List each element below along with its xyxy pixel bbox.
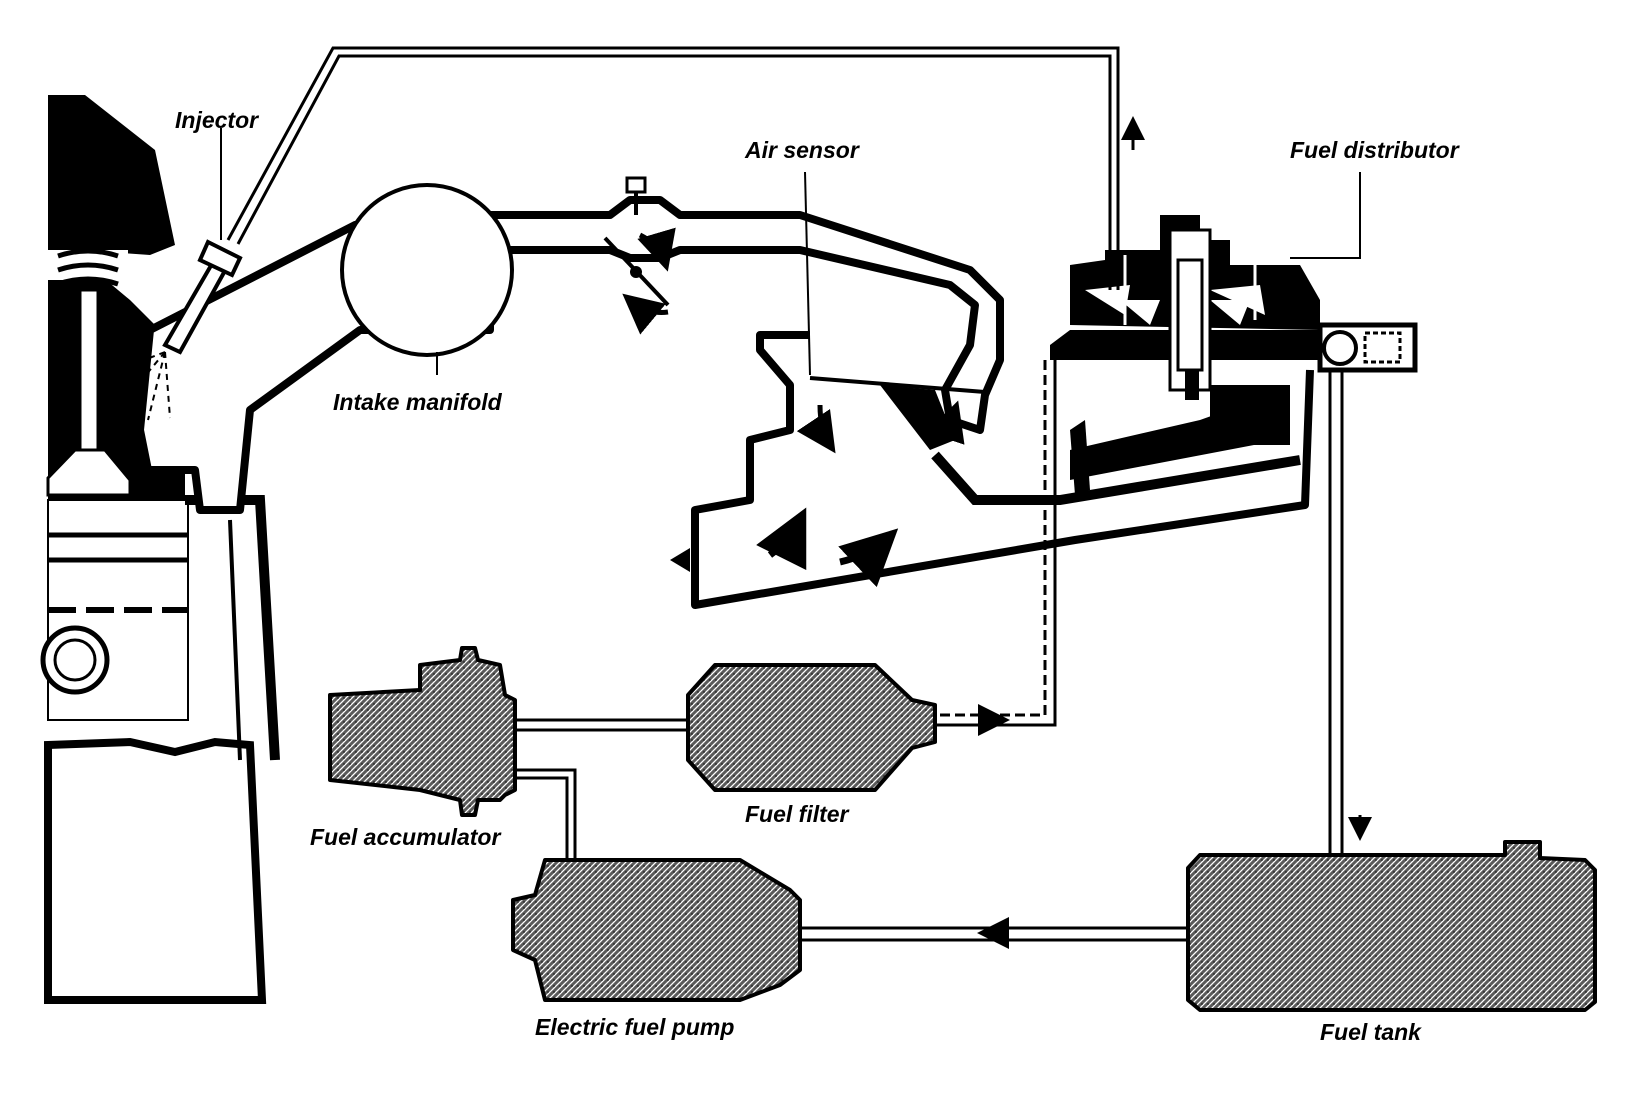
label-fuel-filter: Fuel filter: [745, 801, 850, 827]
piston-and-block: [44, 495, 280, 1004]
injector-spray: [117, 351, 171, 421]
label-injector: Injector: [175, 107, 259, 133]
intake-manifold: [340, 183, 514, 375]
intake-runner: [136, 196, 1004, 514]
fuel-lines: [515, 360, 1372, 949]
throttle-valve: [603, 176, 676, 335]
fuel-distributor: [1050, 215, 1418, 400]
label-fuel-tank: Fuel tank: [1320, 1019, 1422, 1045]
injector-fuel-line: [226, 46, 1145, 290]
intake-valve: [46, 288, 132, 497]
label-electric-fuel-pump: Electric fuel pump: [535, 1014, 734, 1040]
air-funnel: [670, 331, 1314, 609]
label-air-sensor: Air sensor: [744, 137, 860, 163]
sensor-lever: [931, 385, 1301, 505]
fuel-distributor-leader: [1290, 172, 1361, 259]
fuel-accumulator: [328, 646, 517, 817]
fuel-tank: [1186, 840, 1597, 1012]
electric-fuel-pump: [511, 858, 802, 1002]
air-sensor-plate: [804, 171, 986, 450]
valve-spring: [57, 220, 119, 287]
label-intake-manifold: Intake manifold: [333, 389, 503, 415]
cylinder-wall: [40, 499, 189, 721]
injector: [117, 128, 243, 421]
fuel-filter: [686, 663, 937, 792]
label-fuel-accumulator: Fuel accumulator: [310, 824, 501, 850]
label-fuel-distributor: Fuel distributor: [1290, 137, 1460, 163]
